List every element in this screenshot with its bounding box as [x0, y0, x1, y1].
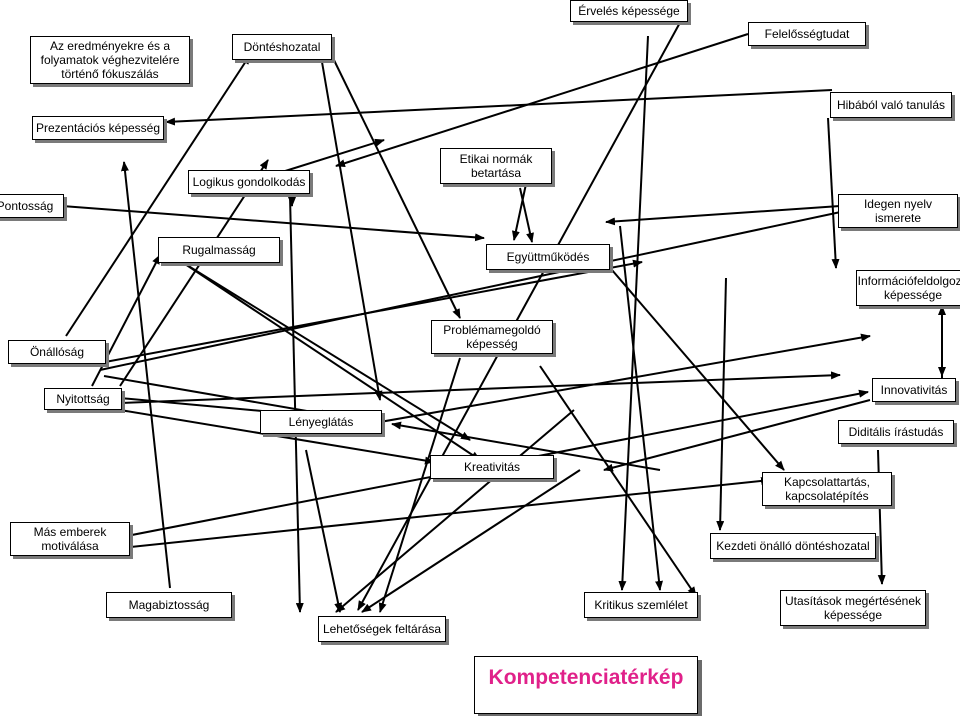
- node-eredmenyekre-fokuszalas: Az eredményekre és a folyamatok véghezvi…: [30, 36, 190, 84]
- node-kapcsolattartas: Kapcsolattartás, kapcsolatépítés: [762, 472, 892, 506]
- connector-arrow: [331, 55, 461, 319]
- connector-arrow: [511, 183, 527, 241]
- connector-arrow: [111, 476, 771, 550]
- connector-arrow: [103, 375, 331, 418]
- connector-arrow: [519, 187, 534, 243]
- connector-arrow: [165, 89, 833, 126]
- node-lehetosegek-feltarasa: Lehetőségek feltárása: [318, 616, 446, 642]
- node-felelossegtudat: Felelősségtudat: [748, 22, 866, 46]
- connector-arrow: [181, 261, 471, 441]
- node-digitalis-irastudas: Diditális írástudás: [838, 420, 954, 444]
- node-lenyeglatas: Lényeglátás: [260, 410, 382, 434]
- node-idegen-nyelv: Idegen nyelv ismerete: [838, 194, 958, 228]
- connector-arrow: [539, 365, 697, 597]
- connector-arrow: [379, 333, 871, 423]
- node-hibabol-valo-tanulas: Hibából való tanulás: [830, 92, 952, 118]
- node-magabiztossag: Magabiztosság: [106, 592, 232, 618]
- node-egyuttmukodes: Együttműködés: [486, 244, 610, 270]
- node-problemamegoldo: Problémamegoldó képesség: [431, 320, 553, 354]
- node-donteshozatal: Döntéshozatal: [232, 34, 332, 60]
- connector-arrows: [61, 7, 946, 613]
- connector-arrow: [305, 449, 343, 613]
- connector-arrow: [335, 409, 575, 613]
- connector-arrow: [605, 205, 841, 226]
- connector-arrow: [61, 205, 485, 242]
- connector-arrow: [618, 35, 649, 591]
- connector-arrow: [361, 469, 581, 613]
- connector-arrow: [877, 449, 886, 585]
- connector-arrow: [603, 399, 871, 472]
- node-kreativitas: Kreativitás: [430, 455, 554, 479]
- node-kezdeti-onallo-donteshozatal: Kezdeti önálló döntéshozatal: [710, 533, 876, 559]
- connector-arrow: [91, 254, 161, 387]
- node-utasitasok-megertese: Utasítások megértésének képessége: [780, 590, 926, 626]
- node-rugalmassag: Rugalmasság: [158, 237, 280, 263]
- connector-arrow: [335, 33, 749, 168]
- node-erveles-kepessege: Érvelés képessége: [570, 0, 688, 22]
- connector-arrow: [321, 61, 383, 401]
- node-innovativitas: Innovativitás: [872, 378, 956, 402]
- connector-arrow: [65, 54, 251, 337]
- connector-arrow: [120, 161, 171, 589]
- node-pontossag: Pontosság: [0, 194, 64, 218]
- node-logikus-gondolkodas: Logikus gondolkodás: [188, 170, 310, 194]
- node-etikai-normak: Etikai normák betartása: [440, 148, 552, 184]
- connector-arrow: [378, 357, 461, 613]
- connector-arrow: [99, 207, 851, 371]
- node-onallosag: Önállóság: [8, 340, 106, 364]
- node-prezentacios-kepesseg: Prezentációs képesség: [32, 116, 164, 140]
- connector-arrow: [104, 259, 643, 363]
- connector-arrow: [827, 117, 840, 269]
- diagram-title: Kompetenciatérkép: [474, 656, 698, 714]
- connector-arrow: [281, 138, 385, 173]
- connector-arrow: [716, 277, 727, 531]
- connector-arrow: [289, 195, 304, 613]
- node-mas-emberek-motivalasa: Más emberek motiválása: [10, 522, 130, 556]
- node-nyitottsag: Nyitottság: [44, 388, 122, 410]
- connector-arrow: [611, 269, 785, 471]
- connector-arrow: [119, 409, 435, 465]
- node-informaciofeldolgozo: Információfeldolgozó képessége: [856, 270, 960, 306]
- connector-arrow: [181, 261, 481, 461]
- node-kritikus-szemlelet: Kritikus szemlélet: [584, 592, 698, 618]
- connector-arrow: [619, 225, 663, 591]
